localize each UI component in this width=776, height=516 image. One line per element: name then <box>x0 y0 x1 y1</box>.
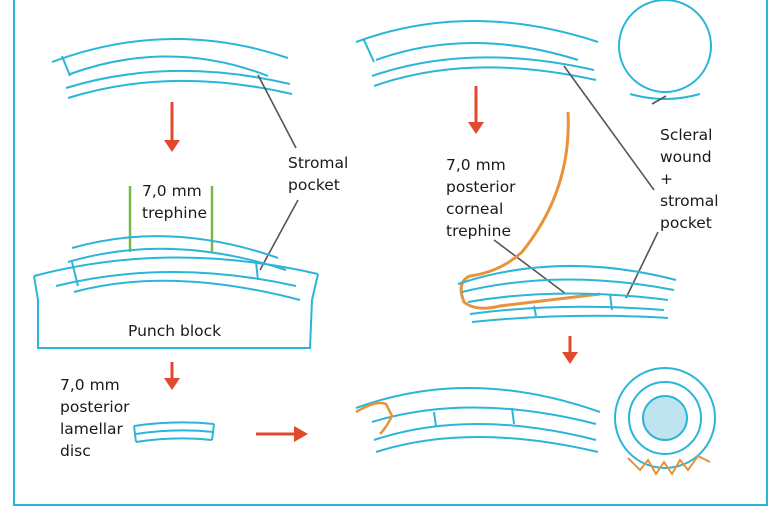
eye-globe <box>618 0 712 93</box>
stromal-pocket-pointers <box>257 74 299 271</box>
eye-final-graft <box>642 395 688 441</box>
arrow-head-right <box>294 426 308 442</box>
eye-final-outer <box>614 367 716 469</box>
label-scleral-l2: wound <box>660 148 712 166</box>
eye-wound-arc <box>629 93 701 100</box>
label-trephine-l2: trephine <box>142 204 207 222</box>
trephine-tool <box>459 111 601 310</box>
lamellar-disc <box>133 421 215 443</box>
label-disc-l4: disc <box>60 442 91 460</box>
scleral-pointers <box>493 65 667 299</box>
arrow-head-2 <box>164 378 180 390</box>
cornea-bottom-right <box>355 387 601 453</box>
label-scleral-l5: pocket <box>660 214 712 232</box>
cornea-top-right <box>355 20 599 87</box>
label-post-trephine-l4: trephine <box>446 222 511 240</box>
label-scleral-l3: + <box>660 170 673 188</box>
label-disc-l1: 7,0 mm <box>60 376 120 394</box>
graft-suture-orange <box>355 401 394 435</box>
label-scleral-l1: Scleral <box>660 126 712 144</box>
cornea-mid-right <box>457 264 677 323</box>
label-trephine-l1: 7,0 mm <box>142 182 202 200</box>
arrow-head-3 <box>468 122 484 134</box>
punch-block <box>33 235 319 349</box>
diagram-frame <box>13 0 768 506</box>
eye-final-ring <box>628 381 702 455</box>
arrow-head-4 <box>562 352 578 364</box>
arrow-head-1 <box>164 140 180 152</box>
label-punch-block: Punch block <box>128 322 221 340</box>
label-post-trephine-l1: 7,0 mm <box>446 156 506 174</box>
label-stromal-pocket-l1: Stromal <box>288 154 348 172</box>
label-stromal-pocket-l2: pocket <box>288 176 340 194</box>
label-disc-l2: posterior <box>60 398 130 416</box>
label-scleral-l4: stromal <box>660 192 719 210</box>
label-post-trephine-l2: posterior <box>446 178 516 196</box>
label-disc-l3: lamellar <box>60 420 124 438</box>
eye-final-sutures <box>627 454 711 476</box>
cornea-top-left <box>51 38 293 99</box>
label-post-trephine-l3: corneal <box>446 200 503 218</box>
